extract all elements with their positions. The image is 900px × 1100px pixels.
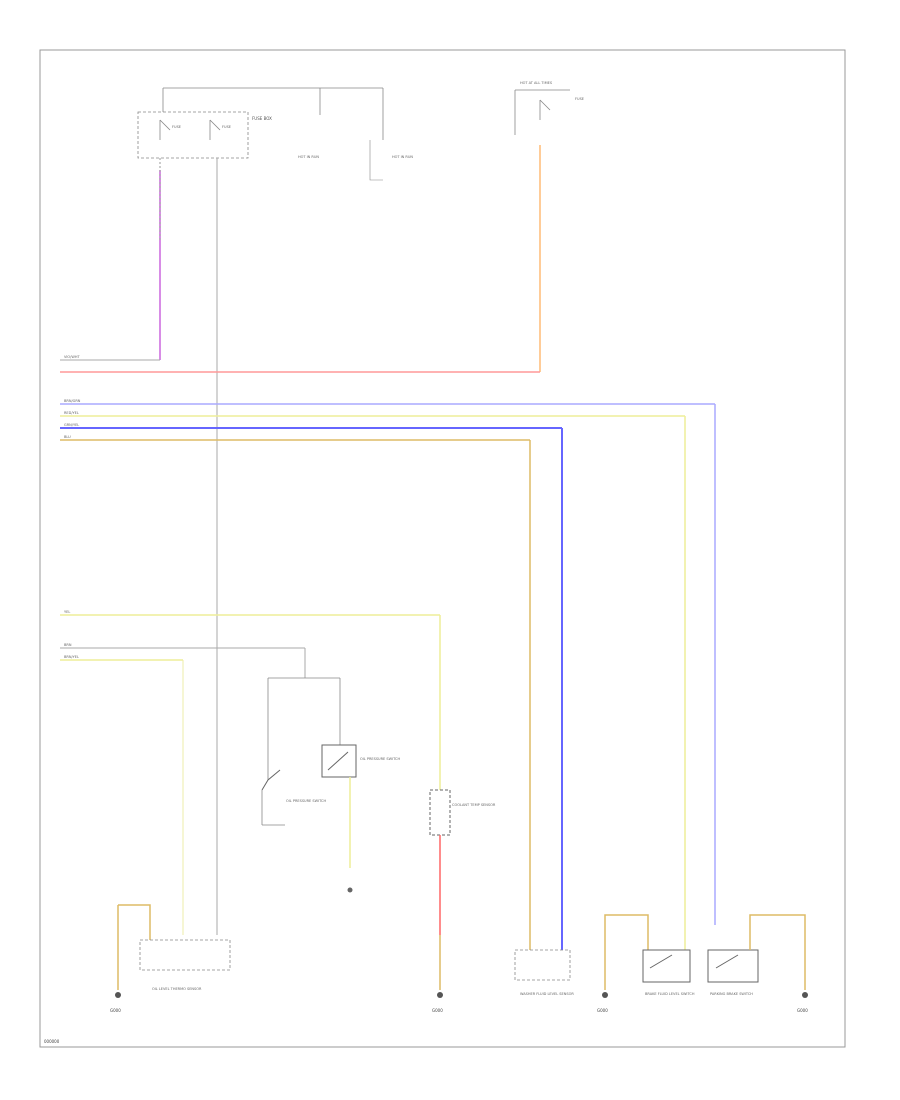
- feed-a-label: HOT IN RUN: [298, 155, 319, 159]
- ground-4-label: G000: [597, 1008, 608, 1013]
- coolant-sensor-label: COOLANT TEMP SENSOR: [452, 803, 496, 807]
- brake-fluid-switch: BRAKE FLUID LEVEL SWITCH G000: [597, 914, 695, 1013]
- oil-sender-label: OIL LEVEL THERMO SENSOR: [152, 987, 202, 991]
- oil-press-sw2-box: [321, 744, 357, 778]
- ground-3-label: G000: [432, 1008, 443, 1013]
- brake-sw-label: BRAKE FLUID LEVEL SWITCH: [645, 992, 695, 996]
- ground-1-symbol: [115, 992, 121, 998]
- wire-a-label: BRN/GRN: [64, 399, 81, 403]
- feed-b-label: HOT IN RUN: [392, 155, 413, 159]
- wire-c-label: VIO/WHT: [64, 355, 80, 359]
- fuse-left-label: FUSE: [172, 125, 181, 129]
- diagram-frame: [39, 49, 846, 1048]
- wire-b-label: RED/YEL: [64, 411, 79, 415]
- oil-pressure-switches: OIL PRESSURE SWITCH OIL PRESSURE SWITCH: [261, 677, 400, 893]
- wire-d-label: GRN/YEL: [64, 423, 79, 427]
- wire-g-label: YEL: [64, 610, 70, 614]
- ground-3-symbol: [437, 992, 443, 998]
- ground-5-label: G000: [797, 1008, 808, 1013]
- ground-5-symbol: [802, 992, 808, 998]
- footer-ref: 000000: [44, 1039, 60, 1044]
- washer-sensor-label: WASHER FLUID LEVEL SENSOR: [520, 992, 574, 996]
- fuse-right-label: FUSE: [222, 125, 231, 129]
- oil-press-sw2-label: OIL PRESSURE SWITCH: [360, 757, 400, 761]
- wire-e-label: BLU: [64, 435, 71, 439]
- hot-top-label: HOT AT ALL TIMES: [520, 81, 553, 85]
- hot-feed-top-right: HOT AT ALL TIMES FUSE: [514, 81, 584, 135]
- fuse-top-right-label: FUSE: [575, 97, 584, 101]
- coolant-sensor: COOLANT TEMP SENSOR G000: [429, 789, 496, 1013]
- washer-fluid-sensor: WASHER FLUID LEVEL SENSOR: [514, 949, 574, 996]
- wire-h-label: BRN: [64, 643, 72, 647]
- ground-4-symbol: [602, 992, 608, 998]
- fuse-box-label: FUSE BOX: [252, 116, 272, 121]
- fuse-box: FUSE BOX FUSE FUSE HOT IN RUN HOT IN RUN: [137, 87, 413, 181]
- oil-press-sw1-label: OIL PRESSURE SWITCH: [286, 799, 326, 803]
- fuse-box-outline: [137, 111, 249, 159]
- connector-dot: [347, 887, 353, 893]
- wire-i-label: BRN/YEL: [64, 655, 79, 659]
- ground-1-label: G000: [110, 1008, 121, 1013]
- parking-sw-label: PARKING BRAKE SWITCH: [710, 992, 753, 996]
- oil-level-sender: OIL LEVEL THERMO SENSOR G000: [110, 904, 231, 1013]
- parking-brake-switch: PARKING BRAKE SWITCH G000: [707, 914, 808, 1013]
